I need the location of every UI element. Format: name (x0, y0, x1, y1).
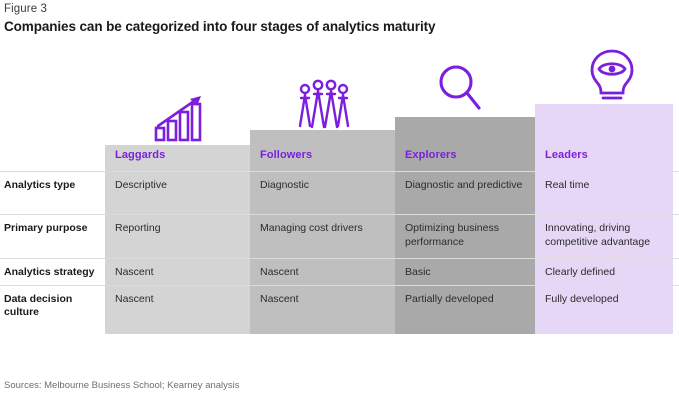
column-header-followers: Followers (250, 149, 395, 163)
table-row: Analytics type Descriptive Diagnostic Di… (0, 171, 679, 214)
column-header-explorers: Explorers (395, 149, 535, 163)
table-row: Data decision culture Nascent Nascent Pa… (0, 285, 679, 318)
cell-data-decision-explorers: Partially developed (405, 293, 494, 305)
lightbulb-eye-icon (588, 48, 636, 102)
cell-analytics-strategy-followers: Nascent (260, 266, 299, 278)
cell-primary-purpose-followers: Managing cost drivers (260, 222, 363, 234)
table-row: Primary purpose Reporting Managing cost … (0, 214, 679, 258)
column-header-label: Leaders (545, 148, 588, 161)
table-row: Analytics strategy Nascent Nascent Basic… (0, 258, 679, 285)
cell-analytics-strategy-laggards: Nascent (115, 266, 154, 278)
cell-data-decision-laggards: Nascent (115, 293, 154, 305)
stage-column-followers (250, 130, 395, 334)
cell-analytics-type-followers: Diagnostic (260, 179, 310, 191)
people-group-icon (297, 78, 351, 130)
figure-label: Figure 3 (4, 3, 47, 15)
column-header-laggards: Laggards (105, 149, 250, 163)
page-title: Companies can be categorized into four s… (4, 19, 436, 34)
cell-analytics-type-explorers: Diagnostic and predictive (405, 179, 523, 191)
cell-analytics-type-leaders: Real time (545, 179, 590, 191)
source-note: Sources: Melbourne Business School; Kear… (4, 380, 240, 391)
row-label-data-decision-culture: Data decision culture (0, 286, 105, 318)
stage-column-leaders (535, 104, 673, 334)
bar-chart-growth-icon (152, 94, 206, 144)
column-header-label: Followers (260, 148, 313, 161)
maturity-table: Laggards Followers Explorers Leaders Ana… (0, 140, 679, 318)
row-label-analytics-type: Analytics type (4, 179, 76, 191)
cell-analytics-type-laggards: Descriptive (115, 179, 167, 191)
row-label-primary-purpose: Primary purpose (4, 222, 88, 234)
cell-analytics-strategy-leaders: Clearly defined (545, 266, 616, 278)
column-header-leaders: Leaders (535, 149, 679, 163)
cell-primary-purpose-explorers: Optimizing business performance (405, 222, 499, 248)
row-label-analytics-strategy: Analytics strategy (4, 266, 95, 278)
row-label-line1: Data decision (4, 293, 73, 305)
cell-data-decision-followers: Nascent (260, 293, 299, 305)
magnifying-glass-icon (437, 62, 483, 115)
cell-primary-purpose-laggards: Reporting (115, 222, 161, 234)
stage-column-laggards (105, 145, 250, 334)
column-header-label: Explorers (405, 148, 457, 161)
cell-primary-purpose-leaders: Innovating, driving competitive advantag… (545, 222, 651, 248)
stage-column-explorers (395, 117, 535, 334)
cell-data-decision-leaders: Fully developed (545, 293, 619, 305)
column-header-label: Laggards (115, 148, 166, 161)
cell-analytics-strategy-explorers: Basic (405, 266, 431, 278)
table-header-row: Laggards Followers Explorers Leaders (0, 140, 679, 171)
row-label-line2: culture (4, 306, 40, 318)
